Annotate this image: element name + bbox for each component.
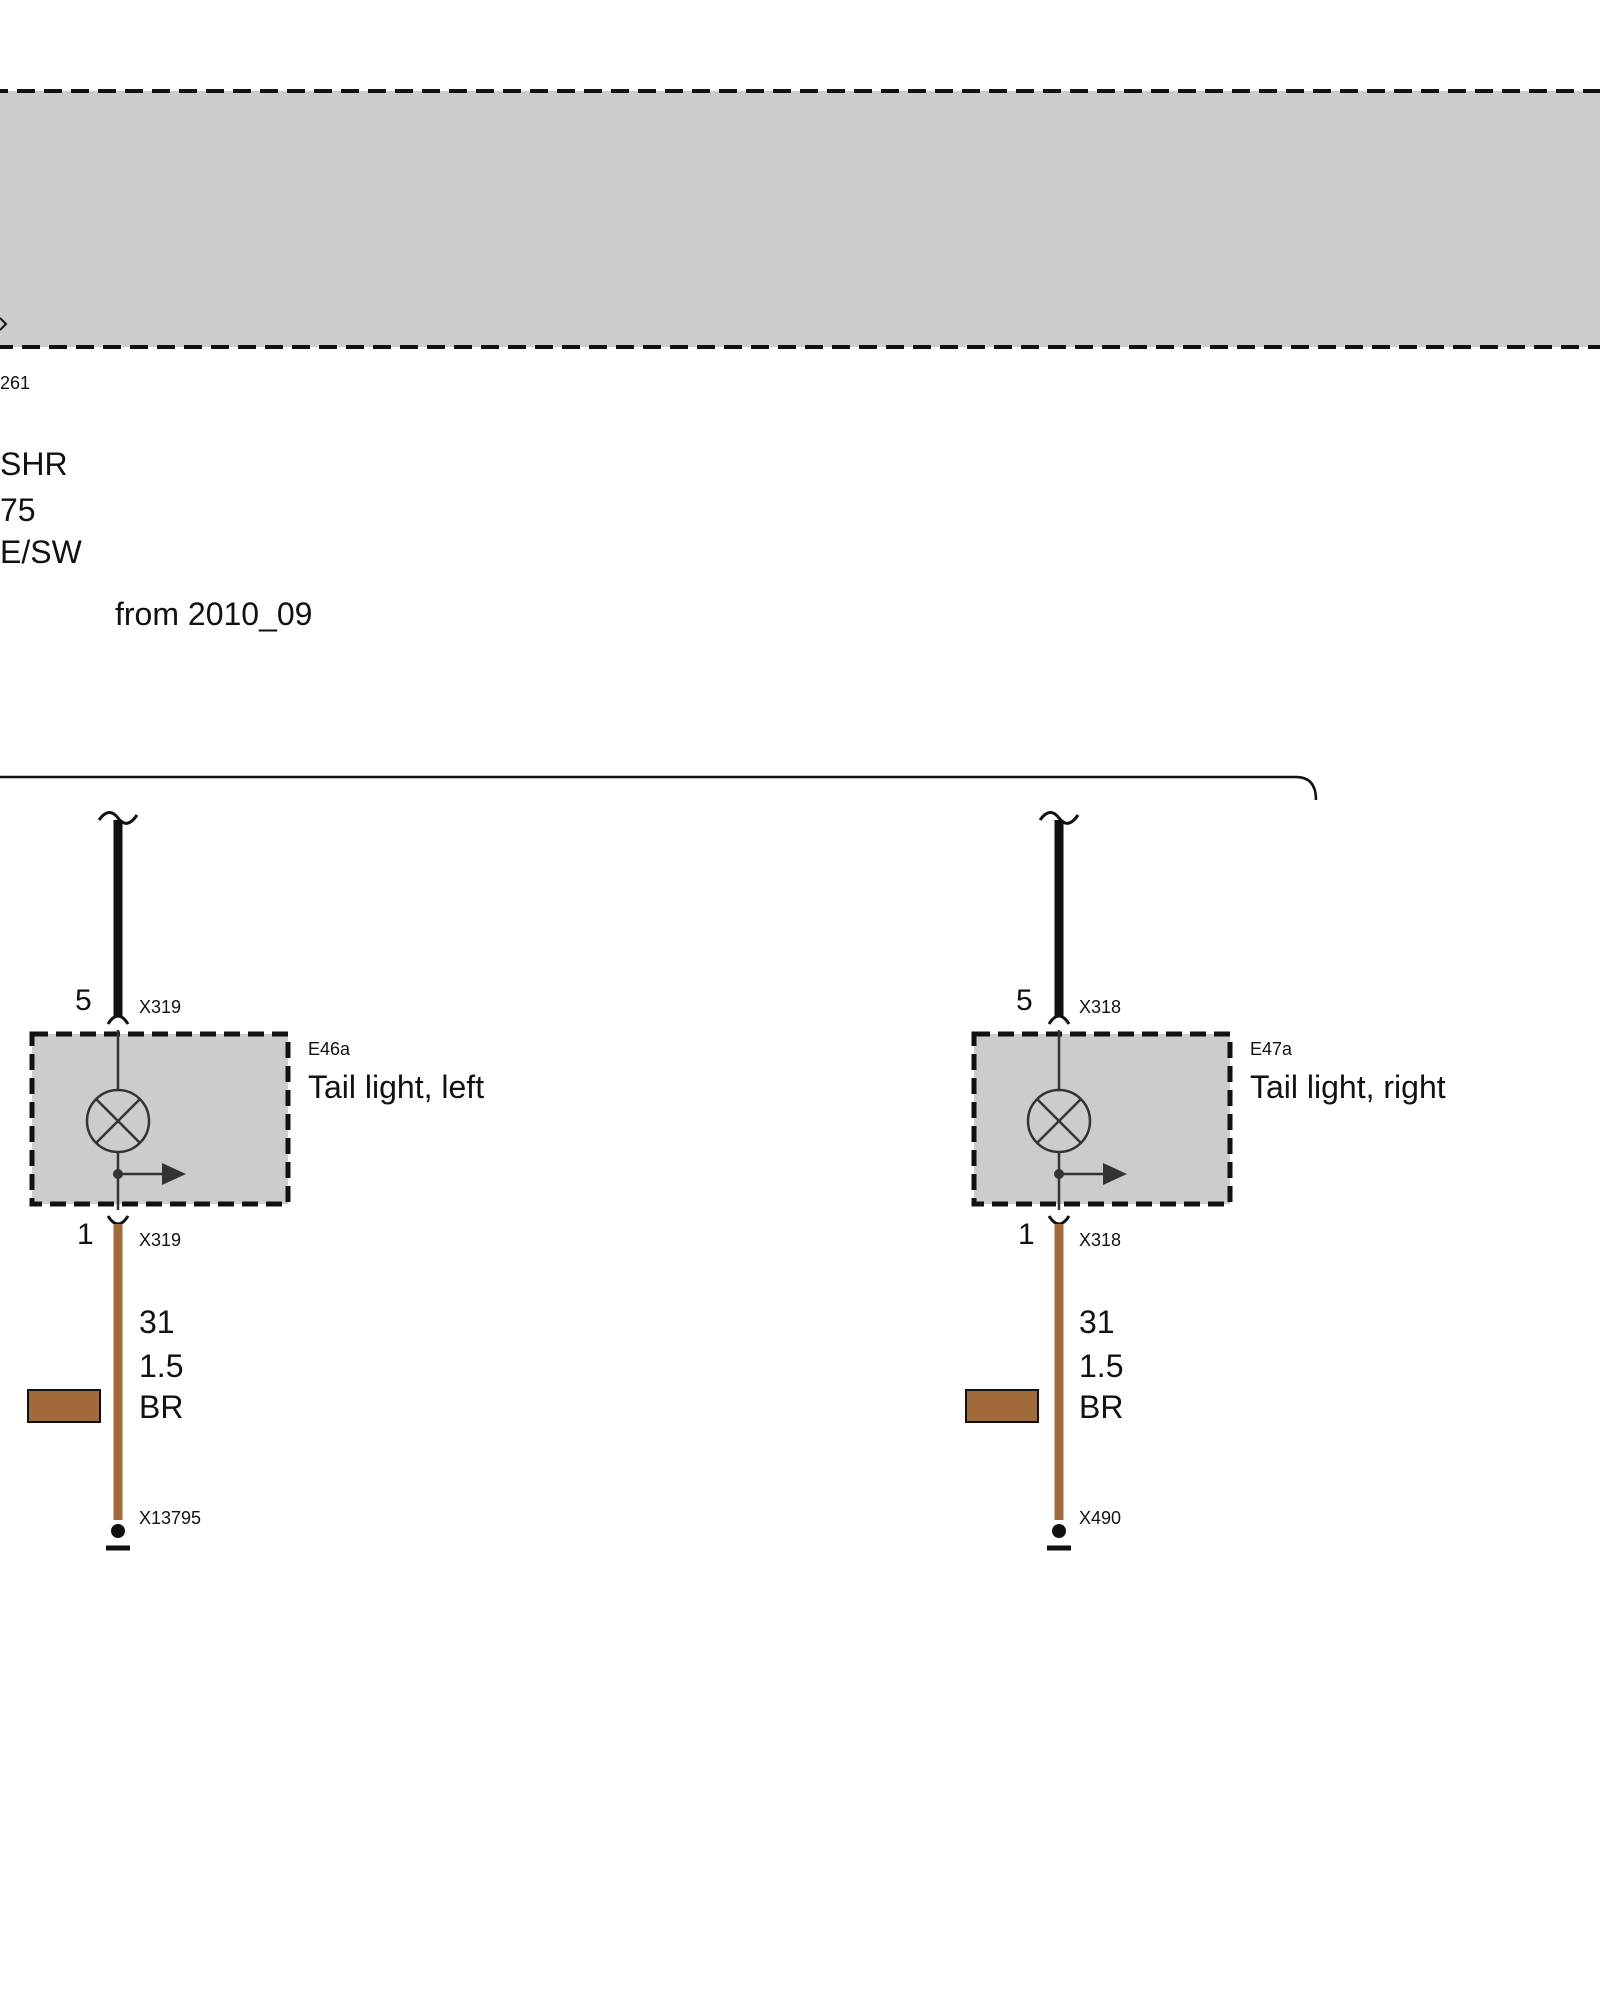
pin-bottom-right: 1 bbox=[1018, 1218, 1035, 1251]
connector-bottom-right: X318 bbox=[1079, 1230, 1122, 1250]
component-name-left: Tail light, left bbox=[308, 1069, 485, 1105]
component-name-right: Tail light, right bbox=[1250, 1069, 1446, 1105]
wire-color-left: BR bbox=[139, 1389, 184, 1425]
pin-top-right: 5 bbox=[1016, 984, 1033, 1017]
connector-top-right: X318 bbox=[1079, 997, 1122, 1017]
wire-signal-left: 31 bbox=[139, 1304, 175, 1340]
pin-bottom-left: 1 bbox=[77, 1218, 94, 1251]
component-id-left: E46a bbox=[308, 1039, 351, 1059]
top-wire-size: 75 bbox=[0, 492, 36, 528]
wire-break-icon bbox=[1038, 811, 1080, 825]
top-connector-id: 261 bbox=[0, 373, 31, 393]
top-module-box bbox=[0, 89, 1600, 349]
top-wire-color: E/SW bbox=[0, 534, 82, 570]
wire-color-swatch bbox=[27, 1389, 101, 1423]
tail-light-right-circuit bbox=[965, 811, 1233, 1551]
wire-break-icon bbox=[97, 811, 139, 825]
connector-top-icon bbox=[1047, 1014, 1071, 1025]
connector-bottom-icon bbox=[106, 1215, 130, 1226]
wire-size-right: 1.5 bbox=[1079, 1348, 1124, 1384]
pin-top-left: 5 bbox=[75, 984, 92, 1017]
tail-light-left-circuit bbox=[27, 811, 291, 1551]
wire-size-left: 1.5 bbox=[139, 1348, 184, 1384]
connector-top-icon bbox=[106, 1014, 130, 1025]
lamp-cross-b bbox=[95, 1098, 141, 1144]
ground-point-icon bbox=[111, 1524, 125, 1538]
connector-bottom-icon bbox=[1047, 1215, 1071, 1226]
wire-color-swatch bbox=[965, 1389, 1039, 1423]
output-arrow-icon bbox=[162, 1163, 186, 1185]
lamp-cross-b bbox=[1036, 1098, 1082, 1144]
component-id-right: E47a bbox=[1250, 1039, 1293, 1059]
wire-signal-right: 31 bbox=[1079, 1304, 1115, 1340]
connector-top-left: X319 bbox=[139, 997, 182, 1017]
ground-id-left: X13795 bbox=[139, 1508, 202, 1528]
output-arrow-icon bbox=[1103, 1163, 1127, 1185]
component-box-right bbox=[971, 1031, 1233, 1207]
connector-bottom-left: X319 bbox=[139, 1230, 182, 1250]
ground-point-icon bbox=[1052, 1524, 1066, 1538]
variant-bracket bbox=[0, 775, 1318, 801]
wire-color-right: BR bbox=[1079, 1389, 1124, 1425]
component-box-left bbox=[29, 1031, 291, 1207]
ground-id-right: X490 bbox=[1079, 1508, 1122, 1528]
variant-note: from 2010_09 bbox=[115, 596, 313, 632]
top-module-edge-mark bbox=[0, 317, 8, 331]
top-wire-signal: SHR bbox=[0, 446, 68, 482]
